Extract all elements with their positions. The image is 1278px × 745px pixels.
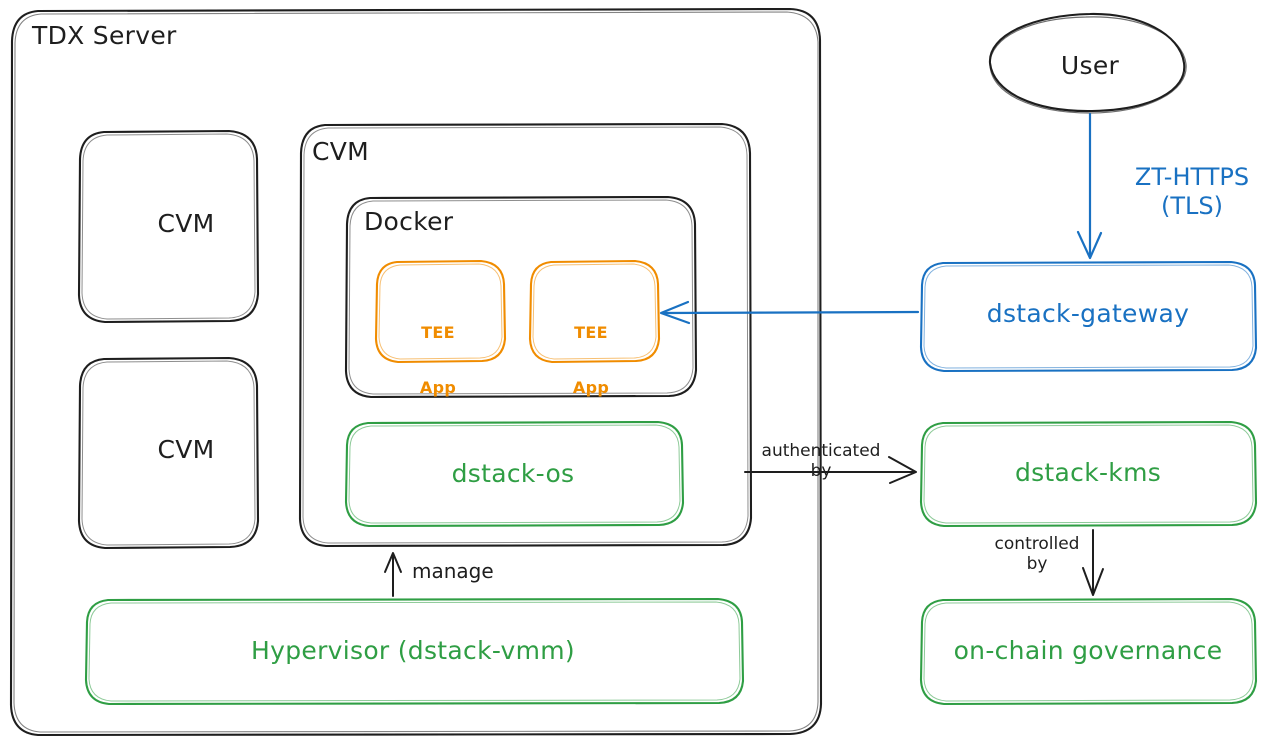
- arrow-hypervisor-to-cvm: [384, 552, 402, 597]
- tee-app-2-line2: App: [572, 377, 610, 397]
- on-chain-governance-label: on-chain governance: [953, 636, 1223, 665]
- hypervisor-label: Hypervisor (dstack-vmm): [251, 636, 575, 665]
- tdx-server-title: TDX Server: [32, 21, 177, 50]
- edge-label-zt-https: ZT-HTTPS (TLS): [1134, 163, 1250, 220]
- cvm-left-bottom-label: CVM: [157, 435, 215, 464]
- edge-label-authenticated-by: authenticated by: [761, 441, 881, 482]
- edge-label-manage: manage: [412, 559, 494, 583]
- tee-app-1-line2: App: [419, 377, 457, 397]
- dstack-kms-label: dstack-kms: [1014, 458, 1162, 487]
- dstack-os-label: dstack-os: [451, 459, 575, 488]
- cvm-left-top-label: CVM: [157, 209, 215, 238]
- arrow-user-to-gateway: [1076, 112, 1103, 260]
- tee-app-1-label: TEE App: [374, 287, 502, 434]
- tee-app-2-label: TEE App: [527, 287, 655, 434]
- cvm-main-label: CVM: [312, 137, 370, 166]
- arrow-gateway-to-tee-app: [659, 300, 920, 325]
- tee-app-2-line1: TEE: [574, 322, 608, 342]
- tee-app-1-line1: TEE: [421, 322, 455, 342]
- edge-label-controlled-by: controlled by: [994, 534, 1080, 575]
- dstack-gateway-label: dstack-gateway: [986, 299, 1190, 328]
- docker-label: Docker: [364, 207, 454, 236]
- user-label: User: [1060, 51, 1120, 80]
